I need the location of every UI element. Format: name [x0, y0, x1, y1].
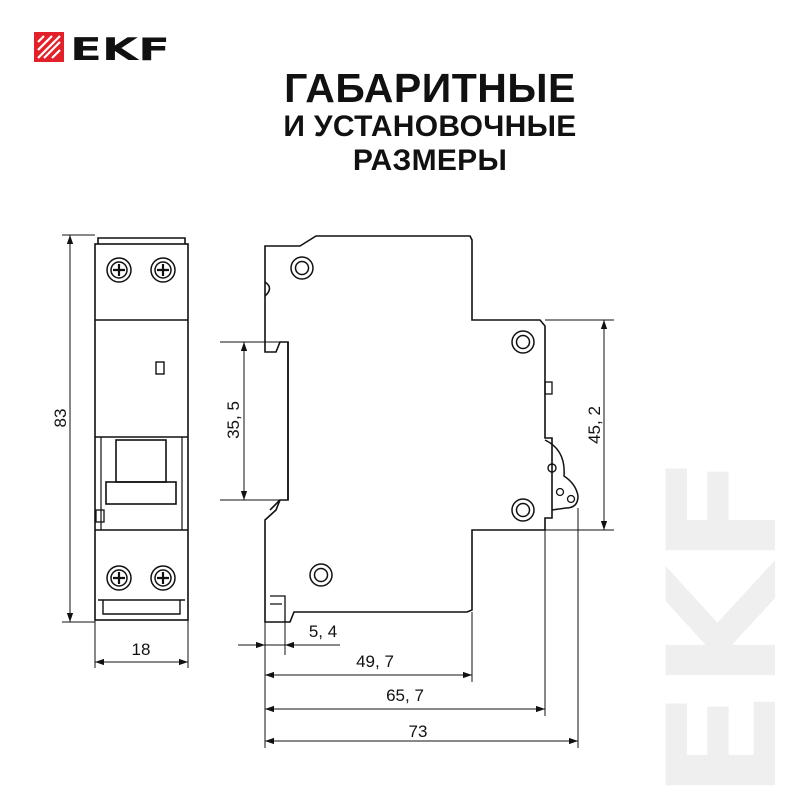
- title-line-1: ГАБАРИТНЫЕ: [284, 65, 576, 111]
- dim-rail-height: [220, 341, 288, 501]
- dim-body-height: [545, 319, 614, 531]
- ekf-logo: EKF: [34, 30, 174, 70]
- side-view: [264, 235, 579, 623]
- logo-text: EKF: [70, 32, 170, 68]
- dim-label-35-5: 35, 5: [224, 401, 243, 439]
- dim-height-front: [62, 234, 95, 623]
- dim-label-5-4: 5, 4: [309, 622, 337, 641]
- front-view: [94, 237, 189, 621]
- dim-label-18: 18: [132, 640, 151, 659]
- depth-extension-lines: [264, 508, 579, 748]
- title-line-3: РАЗМЕРЫ: [352, 144, 508, 177]
- dim-label-83: 83: [51, 409, 70, 428]
- dim-label-49-7: 49, 7: [356, 652, 394, 671]
- dim-label-65-7: 65, 7: [386, 686, 424, 705]
- title-line-2: И УСТАНОВОЧНЫЕ: [283, 110, 577, 143]
- side-screws: [290, 256, 535, 587]
- dim-label-45-2: 45, 2: [585, 406, 604, 444]
- terminal-screws-bottom: [106, 565, 176, 591]
- terminal-screws-top: [106, 257, 176, 283]
- dim-width-front: [94, 620, 189, 668]
- logo-mark-icon: [34, 32, 64, 62]
- dim-label-73: 73: [409, 722, 428, 741]
- watermark-logo: EKF: [637, 455, 800, 800]
- page-title: ГАБАРИТНЫЕ И УСТАНОВОЧНЫЕ РАЗМЕРЫ: [0, 66, 800, 178]
